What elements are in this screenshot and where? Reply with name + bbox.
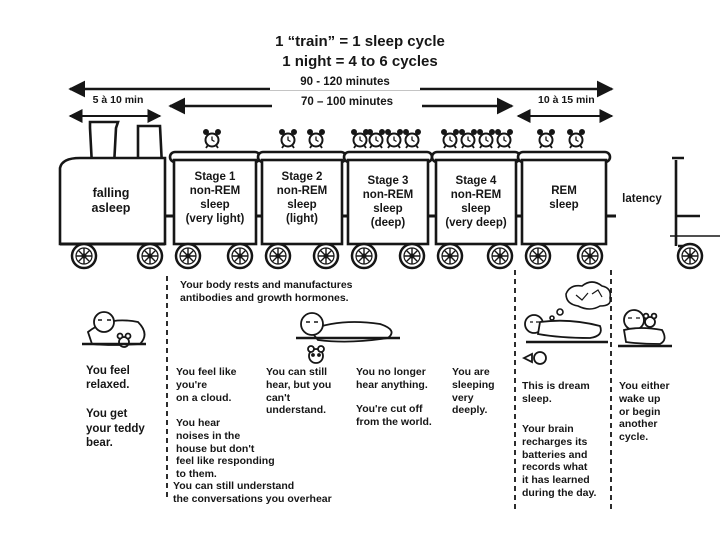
wagon-stage1 xyxy=(172,158,258,246)
desc-rem-brain: Your brain recharges its batteries and r… xyxy=(522,423,597,499)
desc-stage3-cutoff: You're cut off from the world. xyxy=(356,403,432,428)
car-label-stage-4: Stage 4 non-REM sleep (very deep) xyxy=(445,175,507,230)
wagon-rem xyxy=(520,158,608,246)
car-label-stage-2: Stage 2 non-REM sleep (light) xyxy=(276,171,328,226)
desc-stage1-cloud: You feel like you're on a cloud. xyxy=(176,366,237,404)
sleeping-child-icon xyxy=(521,314,608,365)
sleeping-child-icon xyxy=(618,309,672,348)
wagon-stage3 xyxy=(346,158,430,246)
desc-stage4: You are sleeping very deeply. xyxy=(452,366,495,417)
dream-bubble-icon xyxy=(549,281,612,321)
falling-asleep-duration: 5 à 10 min xyxy=(90,94,146,107)
title-line-1: 1 “train” = 1 sleep cycle xyxy=(275,33,445,50)
wheels xyxy=(70,242,704,270)
desc-stage2: You can still hear, but you can't unders… xyxy=(266,366,332,417)
desc-stage1-conversations: You can still understand the conversatio… xyxy=(173,480,332,505)
car-label-stage-3: Stage 3 non-REM sleep (deep) xyxy=(362,175,414,230)
title-line-2: 1 night = 4 to 6 cycles xyxy=(282,53,438,70)
desc-rem-dream: This is dream sleep. xyxy=(522,380,590,405)
sleeping-child-icon xyxy=(296,312,400,364)
locomotive xyxy=(58,120,167,246)
desc-falling-asleep: You feel relaxed. You get your teddy bea… xyxy=(86,365,145,449)
desc-latency: You either wake up or begin another cycl… xyxy=(619,380,670,444)
car-label-falling-asleep: falling asleep xyxy=(91,186,131,216)
body-note: Your body rests and manufactures antibod… xyxy=(180,279,353,304)
car-label-stage-1: Stage 1 non-REM sleep (very light) xyxy=(185,171,245,226)
rem-duration: 10 à 15 min xyxy=(538,94,595,107)
desc-stage3-hear: You no longer hear anything. xyxy=(356,366,428,391)
wagons xyxy=(168,150,612,246)
car-label-latency: latency xyxy=(622,193,662,205)
desc-stage1-noises: You hear noises in the house but don't f… xyxy=(176,417,275,481)
wagon-stage4 xyxy=(434,158,518,246)
non-rem-duration: 70 – 100 minutes xyxy=(272,96,422,110)
wagon-stage2 xyxy=(260,158,344,246)
total-cycle-duration: 90 - 120 minutes xyxy=(270,76,420,90)
car-label-rem: REM sleep xyxy=(549,185,579,212)
next-cycle-car xyxy=(672,156,700,248)
alarm-clock-icon xyxy=(202,128,586,149)
sleeping-child-icon xyxy=(82,311,146,348)
